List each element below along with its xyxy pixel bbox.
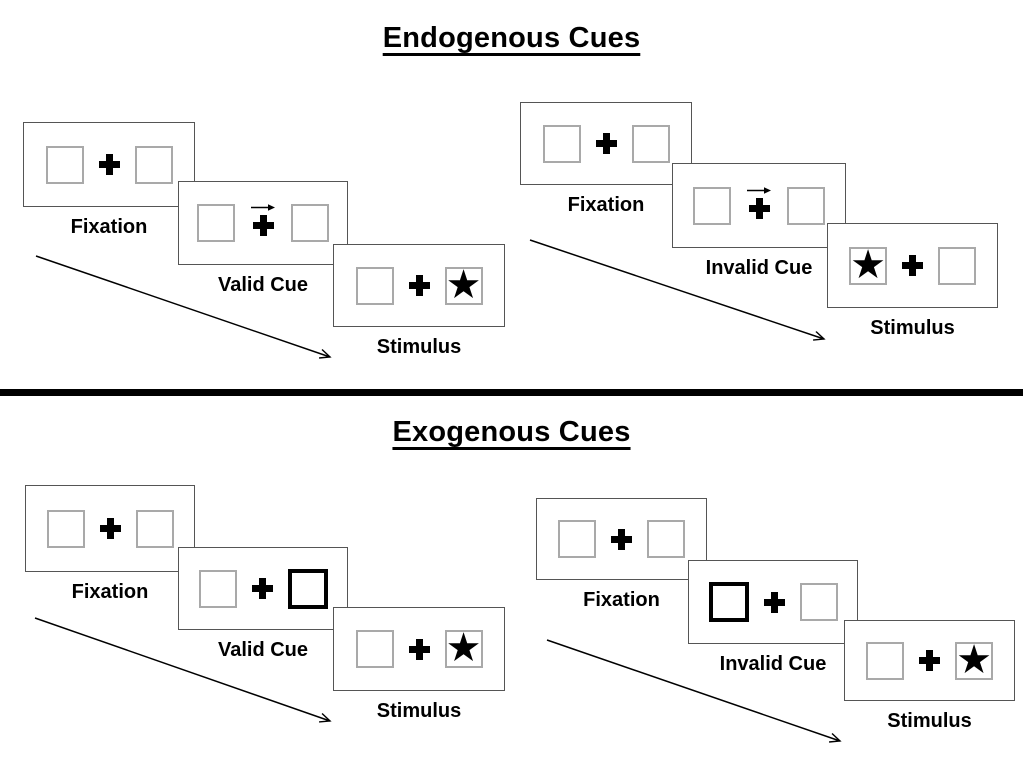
section-title-text: Exogenous Cues	[392, 416, 631, 448]
sequence-arrow	[529, 239, 836, 348]
placeholder-box	[135, 509, 174, 548]
screen-card-fixation	[25, 485, 195, 572]
sequence-arrow	[546, 639, 852, 750]
placeholder-box	[799, 583, 838, 621]
section-divider	[0, 389, 1023, 396]
target-star-icon: ★	[445, 626, 482, 670]
target-box: ★	[955, 637, 993, 682]
placeholder-box	[787, 186, 825, 225]
step-label-valid-cue: Valid Cue	[217, 639, 309, 661]
target-box: ★	[849, 242, 887, 287]
step-label-stimulus: Stimulus	[376, 700, 462, 722]
right-arrow-cue-icon	[251, 204, 275, 211]
step-label-stimulus: Stimulus	[887, 710, 972, 732]
fixation-cross-icon	[611, 528, 632, 550]
highlighted-cue-box	[287, 568, 328, 609]
screen-card-fixation	[520, 102, 692, 185]
fixation-cross-icon	[595, 133, 617, 154]
section-title-endogenous: Endogenous Cues	[0, 22, 1023, 55]
sequence-arrow	[35, 255, 342, 366]
placeholder-box	[631, 124, 670, 163]
fixation-cross-icon	[408, 638, 430, 660]
fixation-cross-icon	[98, 154, 120, 175]
step-label-invalid-cue: Invalid Cue	[719, 653, 827, 675]
fixation-cross-icon	[919, 650, 940, 671]
step-label-fixation: Fixation	[583, 589, 660, 611]
placeholder-box	[355, 630, 394, 668]
placeholder-box	[46, 509, 85, 548]
screen-card-valid-cue	[178, 181, 348, 265]
screen-card-stimulus: ★	[333, 607, 505, 691]
target-star-icon: ★	[445, 262, 482, 307]
screen-card-invalid-cue	[672, 163, 846, 248]
fixation-cross-icon	[763, 591, 785, 613]
fixation-cross-icon	[748, 197, 770, 219]
target-box: ★	[444, 262, 483, 307]
placeholder-box	[355, 266, 394, 305]
target-box: ★	[444, 626, 483, 670]
placeholder-box	[197, 204, 235, 242]
placeholder-box	[542, 124, 581, 163]
screen-card-stimulus: ★	[333, 244, 505, 327]
step-label-fixation: Fixation	[567, 194, 645, 216]
step-label-fixation: Fixation	[71, 581, 149, 603]
placeholder-box	[647, 520, 685, 558]
fixation-cross-icon	[251, 578, 273, 599]
section-title-exogenous: Exogenous Cues	[0, 416, 1023, 449]
highlighted-cue-box	[708, 582, 749, 622]
right-arrow-cue-icon	[747, 186, 771, 194]
step-label-stimulus: Stimulus	[870, 317, 955, 339]
screen-card-stimulus: ★	[844, 620, 1015, 701]
placeholder-box	[866, 641, 904, 680]
central-cue	[746, 185, 772, 219]
placeholder-box	[291, 204, 329, 242]
fixation-cross-icon	[252, 215, 274, 236]
fixation-cross-icon	[902, 255, 923, 276]
target-star-icon: ★	[956, 637, 992, 682]
section-title-text: Endogenous Cues	[382, 22, 641, 54]
placeholder-box	[134, 145, 173, 184]
screen-card-stimulus: ★	[827, 223, 998, 308]
screen-card-fixation	[536, 498, 707, 580]
placeholder-box	[45, 145, 84, 184]
placeholder-box	[938, 246, 976, 285]
screen-card-valid-cue	[178, 547, 348, 630]
placeholder-box	[558, 520, 596, 558]
target-star-icon: ★	[850, 242, 886, 287]
step-label-fixation: Fixation	[70, 216, 148, 238]
central-cue	[250, 202, 276, 236]
fixation-cross-icon	[99, 518, 121, 539]
screen-card-fixation	[23, 122, 195, 207]
step-label-invalid-cue: Invalid Cue	[705, 257, 813, 279]
placeholder-box	[693, 186, 731, 225]
fixation-cross-icon	[408, 275, 430, 296]
step-label-stimulus: Stimulus	[376, 336, 462, 358]
sequence-arrow	[34, 617, 342, 729]
screen-card-invalid-cue	[688, 560, 858, 644]
placeholder-box	[198, 569, 237, 608]
step-label-valid-cue: Valid Cue	[217, 274, 309, 296]
